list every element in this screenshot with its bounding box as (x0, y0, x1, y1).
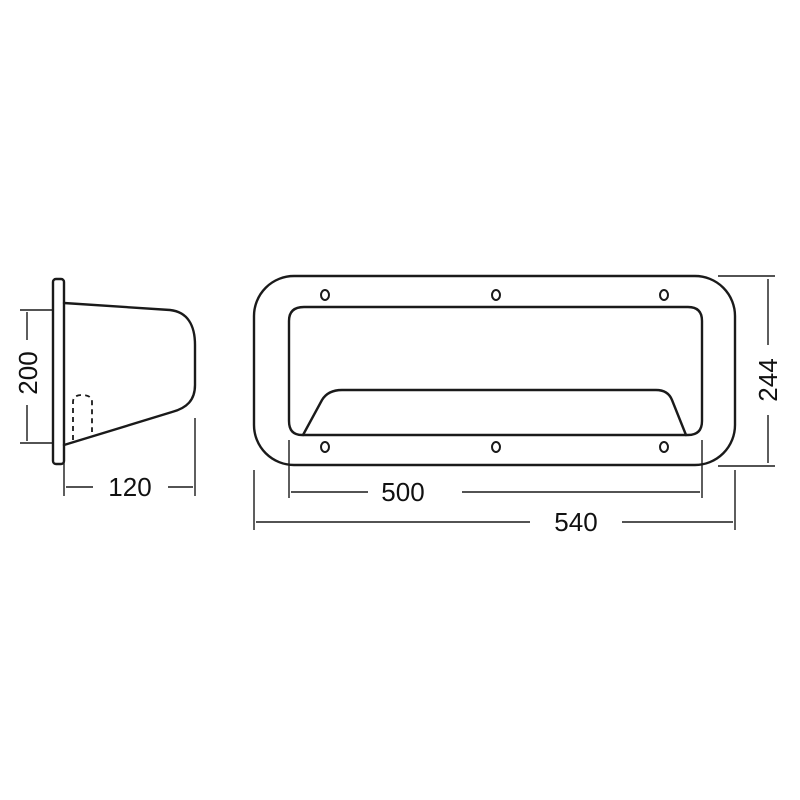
screw-hole-top-left (320, 289, 330, 301)
front-inner-lip (301, 388, 688, 437)
screw-hole-bottom-center (491, 441, 501, 453)
side-view: 200 120 (13, 277, 197, 502)
screw-hole-bottom-left (320, 441, 330, 453)
dim-200-label: 200 (13, 351, 43, 394)
screw-hole-top-right (659, 289, 669, 301)
screw-hole-top-center (491, 289, 501, 301)
dim-540-label: 540 (554, 507, 597, 537)
dim-244-label: 244 (753, 358, 783, 401)
side-flange (51, 277, 66, 466)
front-outer-flange (252, 274, 737, 467)
side-body-profile (62, 301, 197, 447)
front-view: 244 500 540 (252, 274, 783, 537)
side-drain-hidden-line (72, 394, 93, 440)
screw-hole-bottom-right (659, 441, 669, 453)
dim-500-label: 500 (381, 477, 424, 507)
front-inner-opening (287, 305, 704, 437)
dim-120-label: 120 (108, 472, 151, 502)
